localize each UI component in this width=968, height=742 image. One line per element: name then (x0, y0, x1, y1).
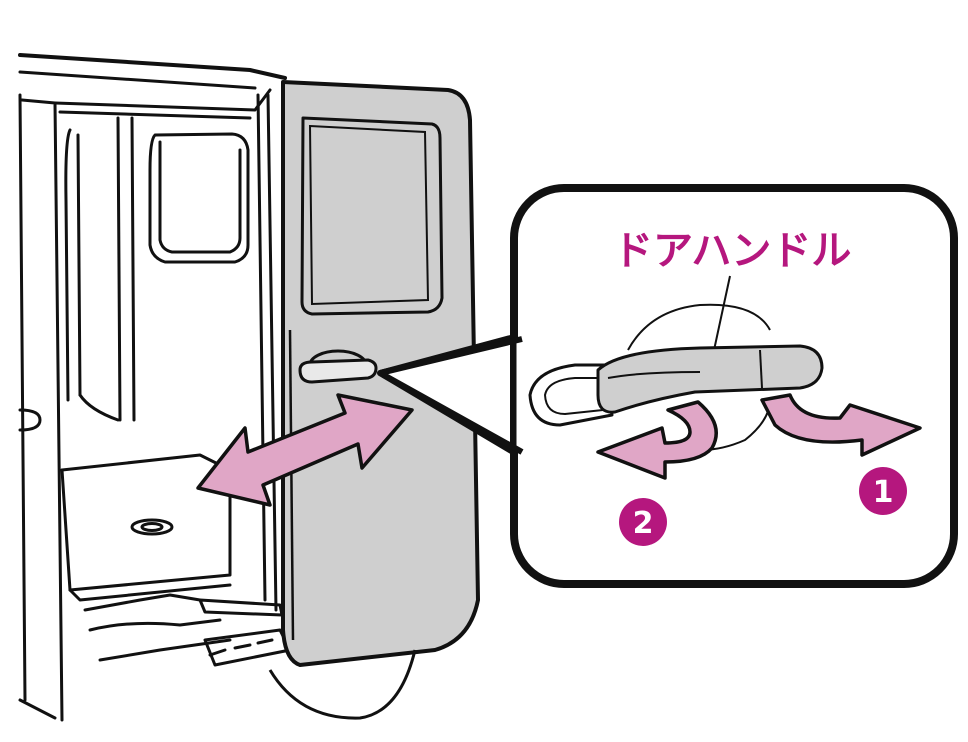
curved-arrow-icon (596, 400, 718, 480)
step-2-badge: 2 (619, 498, 667, 546)
double-headed-arrow-icon (196, 393, 414, 507)
door-handle (298, 358, 378, 384)
door-window (300, 116, 444, 316)
step-1-badge: 1 (859, 467, 907, 515)
van-body (18, 53, 292, 722)
step-2-number: 2 (633, 506, 654, 541)
curved-arrow-icon (760, 393, 922, 457)
callout-label: ドアハンドル (613, 228, 851, 274)
step-1-number: 1 (873, 475, 894, 510)
wheel-arch (268, 649, 417, 720)
zoomed-handle (528, 303, 824, 451)
